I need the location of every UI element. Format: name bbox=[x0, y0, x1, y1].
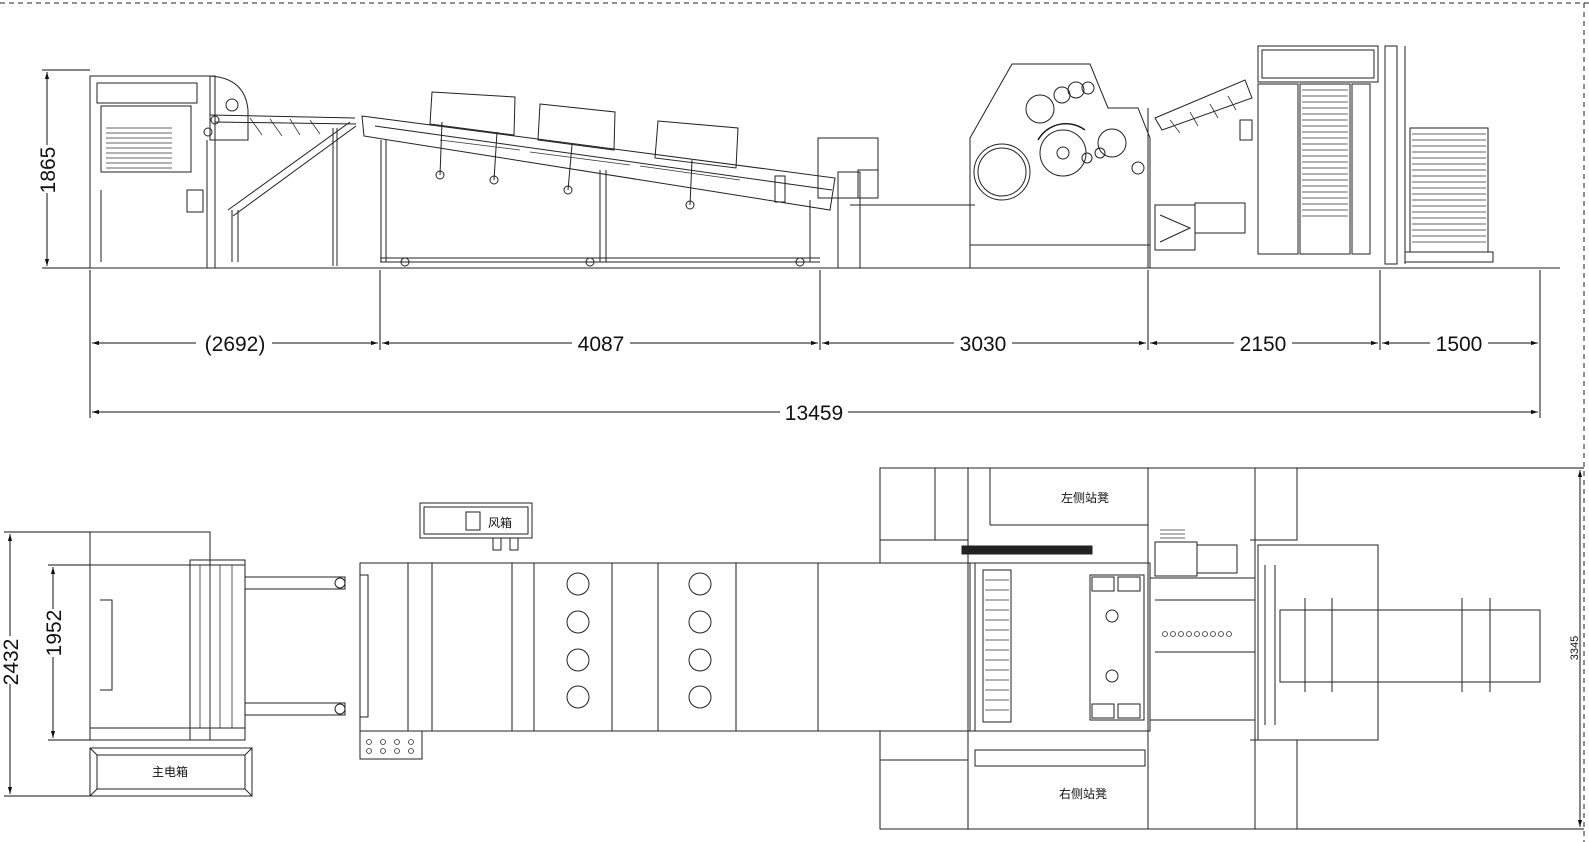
feeder-unit bbox=[89, 75, 249, 269]
inner-width-dim-label: 1952 bbox=[43, 610, 66, 657]
total-length-dimension: 13459 bbox=[92, 400, 1538, 425]
total-width-dim: 3345 bbox=[1297, 467, 1584, 830]
main-electric-box-label: 主电箱 bbox=[152, 764, 188, 779]
segment-dim-5: 1500 bbox=[1436, 333, 1483, 356]
left-stand-label: 左侧站凳 bbox=[1061, 490, 1109, 505]
right-stand-label: 右侧站凳 bbox=[1059, 786, 1107, 801]
dryer-conveyor bbox=[361, 91, 836, 267]
top-view-width-dims: 2432 1952 bbox=[0, 531, 90, 797]
dryer-top bbox=[359, 562, 976, 760]
total-width-dim-label: 3345 bbox=[1569, 636, 1581, 660]
coating-top: 左侧站凳 右侧站凳 bbox=[879, 467, 1298, 830]
main-electric-box: 主电箱 bbox=[89, 747, 253, 797]
segment-dim-3: 3030 bbox=[960, 333, 1007, 356]
fan-box: 风箱 bbox=[419, 502, 533, 551]
fan-box-label: 风箱 bbox=[488, 515, 512, 530]
coating-machine bbox=[817, 63, 1151, 269]
total-length-label: 13459 bbox=[785, 402, 843, 425]
segment-dim-4: 2150 bbox=[1240, 333, 1287, 356]
delivery-unit bbox=[1154, 45, 1494, 265]
feeder-top bbox=[89, 531, 369, 741]
side-view: 1865 (2692) 4087 3030 2150 bbox=[36, 45, 1560, 425]
inclined-conveyor bbox=[209, 114, 357, 266]
height-dim-label: 1865 bbox=[37, 147, 60, 194]
segment-dimensions: (2692) 4087 3030 2150 1500 bbox=[92, 331, 1538, 356]
height-dimension: 1865 bbox=[36, 69, 90, 269]
top-view: 主电箱 风箱 bbox=[0, 467, 1584, 830]
delivery-top bbox=[1149, 544, 1541, 741]
dimension-extension-lines bbox=[89, 270, 1541, 418]
segment-dim-1: (2692) bbox=[205, 333, 266, 356]
segment-dim-2: 4087 bbox=[578, 333, 625, 356]
outer-width-dim-label: 2432 bbox=[0, 639, 23, 686]
